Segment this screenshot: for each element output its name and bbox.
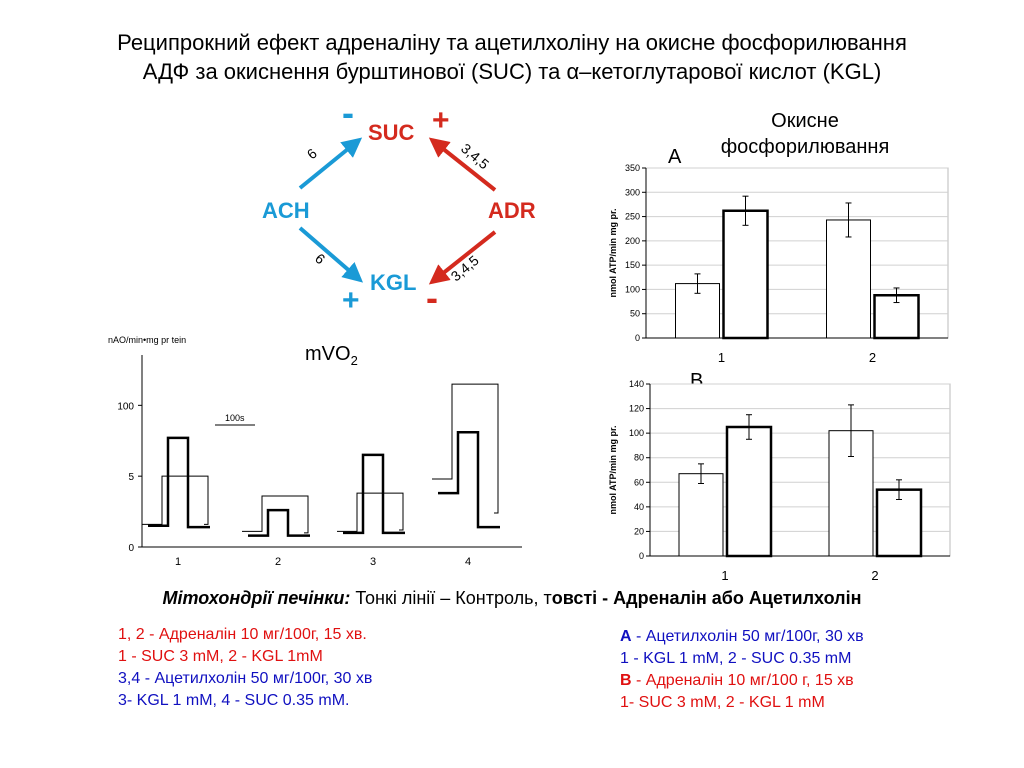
scale-bar-label: 100s xyxy=(225,413,245,423)
arrow-ach-to-suc xyxy=(298,137,363,190)
caption-subject: Мітохондрії печінки: xyxy=(162,588,351,608)
bar xyxy=(725,425,773,558)
node-suc: SUC xyxy=(368,120,415,145)
note-right-4: 1- SUC 3 mM, 2 - KGL 1 mM xyxy=(620,692,864,714)
sign-suc-minus: - xyxy=(342,100,354,133)
node-kgl: KGL xyxy=(370,270,416,295)
trace-control xyxy=(337,492,404,532)
note-left-2: 1 - SUC 3 mM, 2 - KGL 1mM xyxy=(118,648,323,665)
trace-control xyxy=(242,495,309,534)
y-tick-label: 0 xyxy=(128,543,134,554)
x-tick-label: 2 xyxy=(871,568,878,583)
trace-treated xyxy=(343,453,405,535)
note-right-1: А - Ацетилхолін 50 мг/100г, 30 хв xyxy=(620,626,864,648)
y-tick-label: 60 xyxy=(634,477,644,487)
y-axis-label: nmol ATP/min mg pr. xyxy=(608,208,618,297)
bar xyxy=(826,219,871,339)
slide-title: Реципрокний ефект адреналіну та ацетилхо… xyxy=(0,28,1024,86)
note-right-2: 1 - KGL 1 mM, 2 - SUC 0.35 mM xyxy=(620,648,864,670)
oxygen-consumption-chart: 0 5 100 nAO/min•mg pr tein 100s 1 2 3 4 xyxy=(108,335,522,568)
arrow-adr-to-kgl xyxy=(428,230,497,285)
y-tick-label: 150 xyxy=(625,260,640,270)
bar-chart-b: 0 20 40 60 80 100 120 140 1 2 nmol ATP/min mg pr. xyxy=(608,379,951,583)
notes-left: 1, 2 - Адреналін 10 мг/100г, 15 хв. 1 - … xyxy=(118,624,372,712)
note-left-3: 3,4 - Ацетилхолін 50 мг/100г, 30 хв xyxy=(118,670,373,687)
y-tick-label: 80 xyxy=(634,453,644,463)
y-tick-label: 0 xyxy=(639,551,644,561)
y-tick-label: 350 xyxy=(625,163,640,173)
y-tick-label: 100 xyxy=(625,284,640,294)
note-right-4-text: 1- SUC 3 mM, 2 - KGL 1 mM xyxy=(620,694,825,711)
label-ach-kgl: 6 xyxy=(312,250,328,267)
figure-caption: Мітохондрії печінки: Тонкі лінії – Контр… xyxy=(0,588,1024,609)
x-tick-label: 2 xyxy=(275,556,281,568)
note-right-3-text: - Адреналін 10 мг/100 г, 15 хв xyxy=(631,672,854,689)
mvo2-sub: 2 xyxy=(350,353,358,368)
y-tick-label: 0 xyxy=(635,333,640,343)
caption-treatment: овсті - Адреналін або Ацетилхолін xyxy=(551,588,862,608)
label-ach-suc: 6 xyxy=(304,145,320,162)
y-tick-label: 40 xyxy=(634,502,644,512)
trace-treated xyxy=(148,436,210,529)
node-adr: ADR xyxy=(488,198,536,223)
title-line-2: АДФ за окиснення бурштинової (SUC) та α–… xyxy=(142,59,882,84)
x-tick-label: 2 xyxy=(869,350,876,365)
notes-right: А - Ацетилхолін 50 мг/100г, 30 хв 1 - KG… xyxy=(620,626,864,714)
y-tick-label: 250 xyxy=(625,212,640,222)
panel-label-a: A xyxy=(668,146,682,168)
y-tick-label: 100 xyxy=(629,428,644,438)
y-tick-label: 20 xyxy=(634,526,644,536)
title-line-1: Реципрокний ефект адреналіну та ацетилхо… xyxy=(117,30,907,55)
y-tick-label: 100 xyxy=(117,401,134,412)
y-tick-label: 300 xyxy=(625,187,640,197)
mvo2-label: mVO2 xyxy=(305,343,358,368)
reciprocity-diagram: SUC KGL ACH ADR - + + - 6 6 3,4,5 3,4,5 xyxy=(262,100,536,318)
y-tick-label: 5 xyxy=(128,472,134,483)
y-tick-label: 120 xyxy=(629,404,644,414)
arrow-ach-to-kgl xyxy=(298,226,364,283)
y-tick-label: 140 xyxy=(629,379,644,389)
bar xyxy=(678,473,724,557)
note-right-1-text: - Ацетилхолін 50 мг/100г, 30 хв xyxy=(631,628,864,645)
sign-kgl-minus: - xyxy=(426,277,438,318)
x-tick-label: 1 xyxy=(175,556,181,568)
ox-phos-title-line-2: фосфорилювання xyxy=(720,136,890,158)
note-left-4: 3- KGL 1 mM, 4 - SUC 0.35 mM. xyxy=(118,692,350,709)
label-adr-suc: 3,4,5 xyxy=(458,140,492,172)
node-ach: ACH xyxy=(262,198,310,223)
x-tick-label: 1 xyxy=(721,568,728,583)
x-tick-label: 4 xyxy=(465,556,471,568)
ox-phos-title-line-1: Окисне xyxy=(771,110,839,132)
arrow-adr-to-suc xyxy=(428,137,497,192)
trace-control xyxy=(142,475,209,525)
note-left-1: 1, 2 - Адреналін 10 мг/100г, 15 хв. xyxy=(118,626,367,643)
note-right-3-lead: В xyxy=(620,672,632,689)
sign-suc-plus: + xyxy=(432,104,450,137)
note-right-2-text: 1 - KGL 1 mM, 2 - SUC 0.35 mM xyxy=(620,650,852,667)
y-axis-label: nAO/min•mg pr tein xyxy=(108,335,186,345)
note-right-3: В - Адреналін 10 мг/100 г, 15 хв xyxy=(620,670,864,692)
note-right-1-lead: А xyxy=(620,628,632,645)
y-axis-label: nmol ATP/min mg pr. xyxy=(608,425,618,514)
x-tick-label: 3 xyxy=(370,556,376,568)
trace-treated xyxy=(248,508,310,537)
y-tick-label: 200 xyxy=(625,236,640,246)
bar xyxy=(875,488,923,558)
caption-control: Тонкі лінії – Контроль, т xyxy=(350,588,552,608)
ox-phos-title: Окисне фосфорилювання xyxy=(695,108,915,160)
trace-control xyxy=(432,383,499,514)
bar-chart-a: 0 50 100 150 200 250 300 350 1 2 nmol ATP/min mg p… xyxy=(608,163,949,365)
x-tick-label: 1 xyxy=(718,350,725,365)
mvo2-text: mVO xyxy=(305,343,351,365)
trace-treated xyxy=(438,431,500,529)
y-tick-label: 50 xyxy=(630,309,640,319)
sign-kgl-plus: + xyxy=(342,284,360,317)
bar xyxy=(722,209,769,340)
label-adr-kgl: 3,4,5 xyxy=(448,252,482,284)
